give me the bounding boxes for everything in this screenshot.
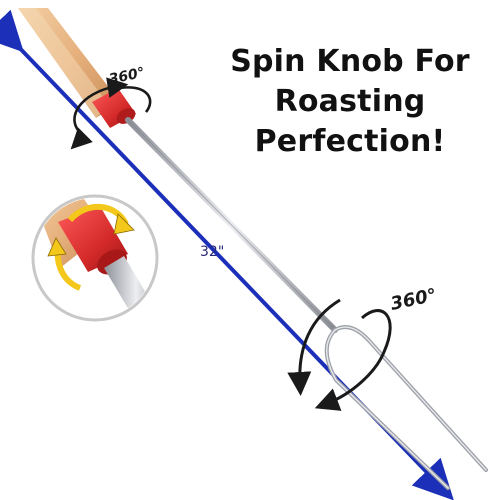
inset-yellow-arrowhead-bottom bbox=[47, 237, 67, 257]
knob-closeup-inset bbox=[31, 194, 159, 322]
handle-rotation-label: 360° bbox=[108, 65, 147, 88]
inset-yellow-arrowhead-top bbox=[113, 213, 135, 235]
fork-rotation-label: 360° bbox=[389, 285, 439, 315]
steel-rod bbox=[125, 117, 338, 333]
wooden-handle bbox=[18, 8, 120, 118]
length-label: 32" bbox=[200, 244, 224, 260]
fork-rotation-arrow bbox=[287, 298, 392, 411]
headline: Spin Knob For Roasting Perfection! bbox=[215, 42, 485, 162]
headline-line-3: Perfection! bbox=[254, 124, 446, 159]
headline-line-1: Spin Knob For bbox=[230, 44, 470, 79]
headline-line-2: Roasting bbox=[274, 84, 426, 119]
measure-tick-top bbox=[2, 30, 18, 46]
fork-prongs bbox=[324, 325, 488, 490]
handle-rotation-arrow bbox=[70, 77, 152, 150]
